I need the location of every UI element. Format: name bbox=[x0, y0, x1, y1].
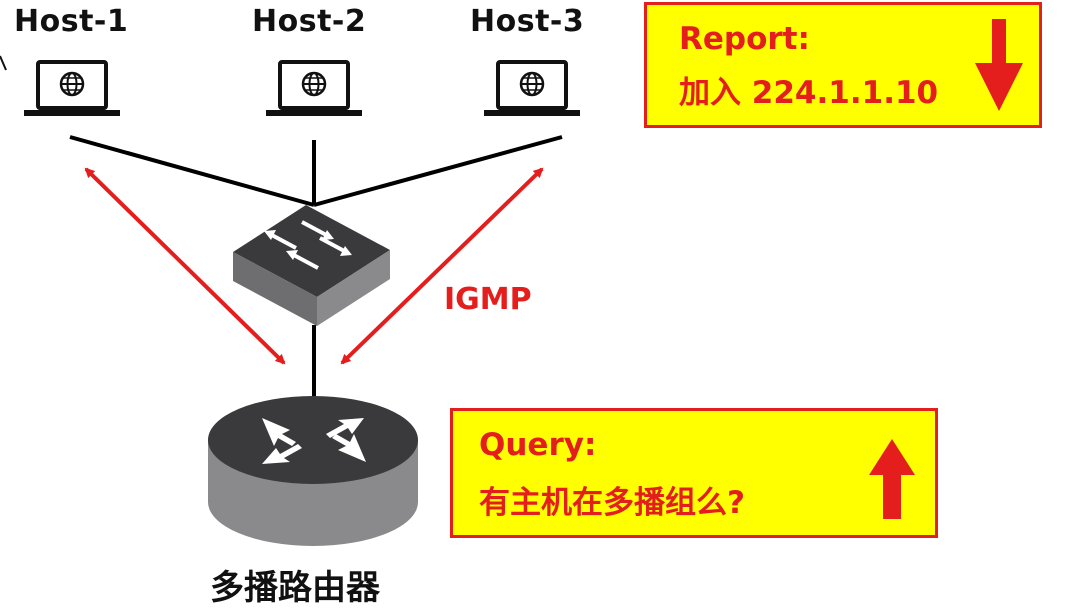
edge-fragment bbox=[0, 55, 7, 71]
igmp-label: IGMP bbox=[444, 282, 532, 317]
host-2-label: Host-2 bbox=[252, 4, 367, 39]
link-host1-switch bbox=[69, 135, 315, 207]
query-note: Query: 有主机在多播组么? bbox=[450, 408, 938, 538]
host-3-label: Host-3 bbox=[470, 4, 585, 39]
igmp-arrows bbox=[84, 167, 544, 365]
report-note-text: 加入 224.1.1.10 bbox=[679, 75, 939, 111]
query-note-text: 有主机在多播组么? bbox=[479, 485, 745, 521]
igmp-arrow-right bbox=[340, 167, 544, 365]
switch-icon bbox=[233, 205, 390, 326]
laptop-icon bbox=[266, 60, 362, 116]
laptop-icon bbox=[484, 60, 580, 116]
router-icon bbox=[208, 396, 418, 546]
link-host3-switch bbox=[313, 135, 563, 207]
report-note-title: Report: bbox=[679, 21, 810, 57]
query-note-title: Query: bbox=[479, 427, 597, 463]
arrow-up-icon bbox=[869, 439, 915, 519]
router-label: 多播路由器 bbox=[210, 568, 380, 608]
host-1-label: Host-1 bbox=[14, 4, 129, 39]
laptop-icon bbox=[24, 60, 120, 116]
report-note: Report: 加入 224.1.1.10 bbox=[644, 2, 1042, 128]
igmp-arrow-left bbox=[84, 167, 286, 365]
arrow-down-icon bbox=[975, 19, 1023, 111]
